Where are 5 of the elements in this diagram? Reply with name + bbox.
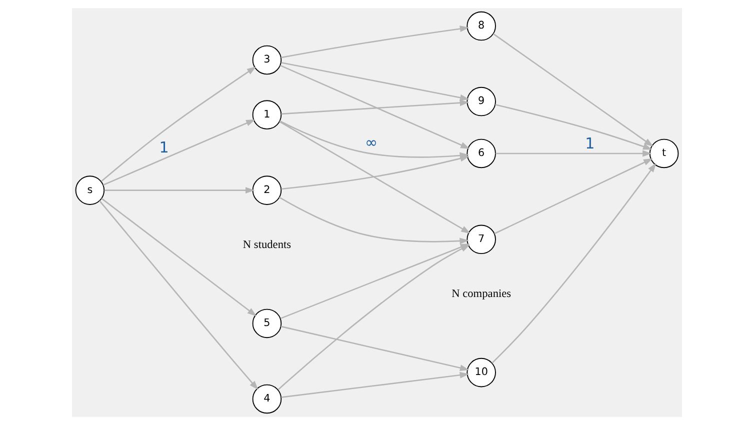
label: N companies <box>451 288 511 300</box>
label: N students <box>242 239 291 252</box>
edge-label: ∞ <box>364 134 378 152</box>
edge-label: 1 <box>158 138 168 156</box>
edge-label: 1 <box>584 134 594 153</box>
